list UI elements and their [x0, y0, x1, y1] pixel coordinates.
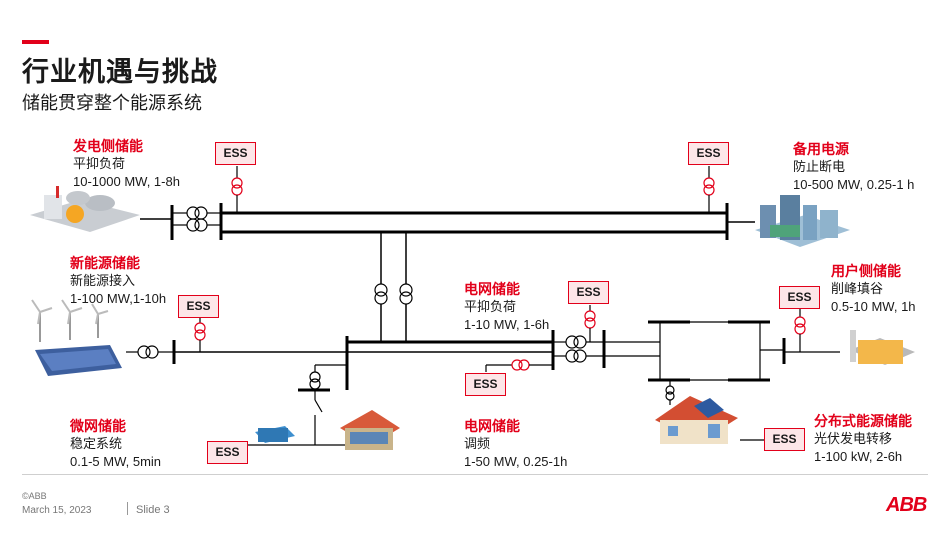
- label-user: 用户侧储能 削峰填谷 0.5-10 MW, 1h: [831, 262, 916, 316]
- label-renewable-title: 新能源储能: [70, 255, 140, 271]
- footer-divider: [22, 474, 928, 475]
- label-backup-line1: 防止断电: [793, 159, 846, 174]
- title-accent-bar: [22, 40, 49, 44]
- label-user-title: 用户侧储能: [831, 263, 901, 279]
- label-distributed-title: 分布式能源储能: [814, 413, 912, 429]
- label-grid-2-line1: 调频: [464, 436, 491, 451]
- ess-backup: ESS: [688, 142, 729, 165]
- ess-user: ESS: [779, 286, 820, 309]
- label-renewable: 新能源储能 新能源接入 1-100 MW,1-10h: [70, 254, 166, 308]
- footer-copyright: ©ABB: [22, 491, 47, 501]
- ess-grid-2: ESS: [465, 373, 506, 396]
- abb-logo: ABB: [886, 494, 927, 516]
- page-title: 行业机遇与挑战: [22, 57, 218, 87]
- label-distributed-line2: 1-100 kW, 2-6h: [814, 449, 903, 464]
- label-grid-2-line2: 1-50 MW, 0.25-1h: [464, 454, 568, 469]
- ess-distributed: ESS: [764, 428, 805, 451]
- power-plant-illustration: [30, 186, 140, 232]
- label-grid-1-line2: 1-10 MW, 1-6h: [464, 317, 550, 332]
- footer-slide-number: Slide 3: [136, 504, 170, 516]
- label-grid-1-title: 电网储能: [464, 281, 520, 297]
- solar-house-illustration: [655, 396, 738, 444]
- label-user-line2: 0.5-10 MW, 1h: [831, 299, 916, 314]
- label-user-line1: 削峰填谷: [831, 281, 884, 296]
- factory-illustration: [850, 330, 915, 365]
- ess-renewable: ESS: [178, 295, 219, 318]
- label-distributed-line1: 光伏发电转移: [814, 431, 893, 446]
- label-distributed: 分布式能源储能 光伏发电转移 1-100 kW, 2-6h: [814, 412, 912, 466]
- label-grid-2-title: 电网储能: [464, 418, 520, 434]
- ess-generation: ESS: [215, 142, 256, 165]
- label-backup: 备用电源 防止断电 10-500 MW, 0.25-1 h: [793, 140, 914, 194]
- label-backup-line2: 10-500 MW, 0.25-1 h: [793, 177, 915, 192]
- footer-date: March 15, 2023: [22, 505, 92, 516]
- label-generation: 发电侧储能 平抑负荷 10-1000 MW, 1-8h: [73, 137, 180, 191]
- city-buildings-illustration: [755, 195, 850, 247]
- label-microgrid-line2: 0.1-5 MW, 5min: [70, 454, 162, 469]
- label-renewable-line2: 1-100 MW,1-10h: [70, 291, 167, 306]
- page-subtitle: 储能贯穿整个能源系统: [22, 93, 202, 113]
- label-microgrid-title: 微网储能: [70, 418, 126, 434]
- label-generation-line1: 平抑负荷: [73, 156, 126, 171]
- label-renewable-line1: 新能源接入: [70, 273, 136, 288]
- microgrid-illustration: [255, 410, 400, 450]
- ess-microgrid: ESS: [207, 441, 248, 464]
- label-grid-1-line1: 平抑负荷: [464, 299, 517, 314]
- wind-solar-illustration: [31, 299, 122, 376]
- label-microgrid-line1: 稳定系统: [70, 436, 123, 451]
- footer-separator: [127, 502, 128, 515]
- ess-grid-1: ESS: [568, 281, 609, 304]
- label-grid-1: 电网储能 平抑负荷 1-10 MW, 1-6h: [464, 280, 549, 334]
- label-grid-2: 电网储能 调频 1-50 MW, 0.25-1h: [464, 417, 567, 471]
- label-backup-title: 备用电源: [793, 141, 849, 157]
- label-microgrid: 微网储能 稳定系统 0.1-5 MW, 5min: [70, 417, 161, 471]
- label-generation-line2: 10-1000 MW, 1-8h: [73, 174, 180, 189]
- label-generation-title: 发电侧储能: [73, 138, 143, 154]
